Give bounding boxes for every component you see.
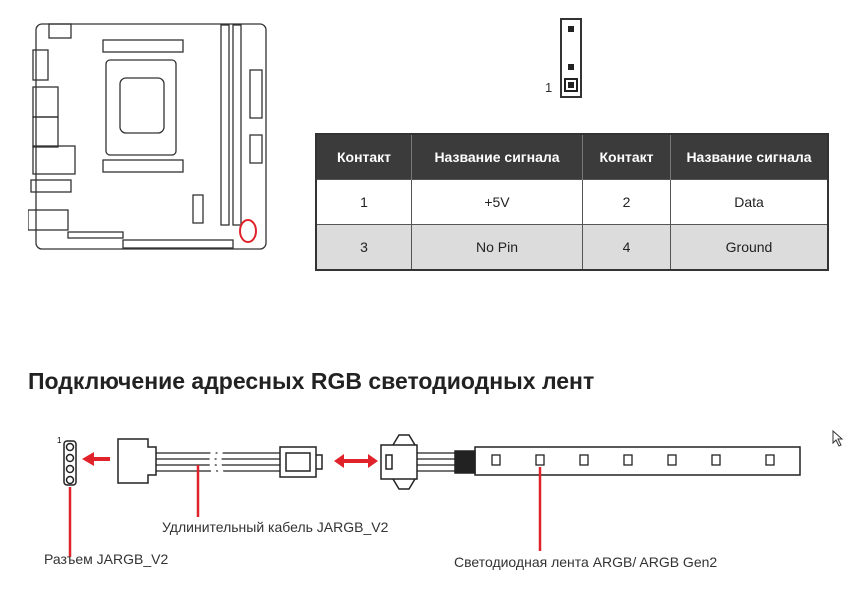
table-header-row: Контакт Название сигнала Контакт Названи… [316,134,829,180]
pinout-table: Контакт Название сигнала Контакт Названи… [315,133,829,271]
cell: Data [670,179,829,225]
connector-label: Разъем JARGB_V2 [44,551,169,567]
diagram-pin1-label: 1 [57,436,62,445]
header-signal: Название сигнала [670,134,829,180]
pin1-label: 1 [545,80,553,95]
table-row: 3 No Pin 4 Ground [316,224,829,270]
cell: 1 [316,179,412,225]
cable-label: Удлинительный кабель JARGB_V2 [162,519,389,535]
led-icons [491,454,775,466]
cell: 2 [582,179,671,225]
pin-header-diagram [560,18,582,98]
jargb-header-icon [63,440,77,486]
cell: No Pin [411,224,583,270]
header-pin: Контакт [582,134,671,180]
section-title: Подключение адресных RGB светодиодных ле… [28,368,595,394]
argb-connection-diagram [63,429,844,557]
header-pin: Контакт [316,134,412,180]
strip-label: Светодиодная лента ARGB/ ARGB Gen2 [454,554,718,570]
header-signal: Название сигнала [411,134,583,180]
cell: 4 [582,224,671,270]
cell: +5V [411,179,583,225]
cell: 3 [316,224,412,270]
table-row: 1 +5V 2 Data [316,179,829,225]
motherboard-diagram [28,23,267,250]
cell: Ground [670,224,829,270]
cursor-icon [832,429,844,447]
